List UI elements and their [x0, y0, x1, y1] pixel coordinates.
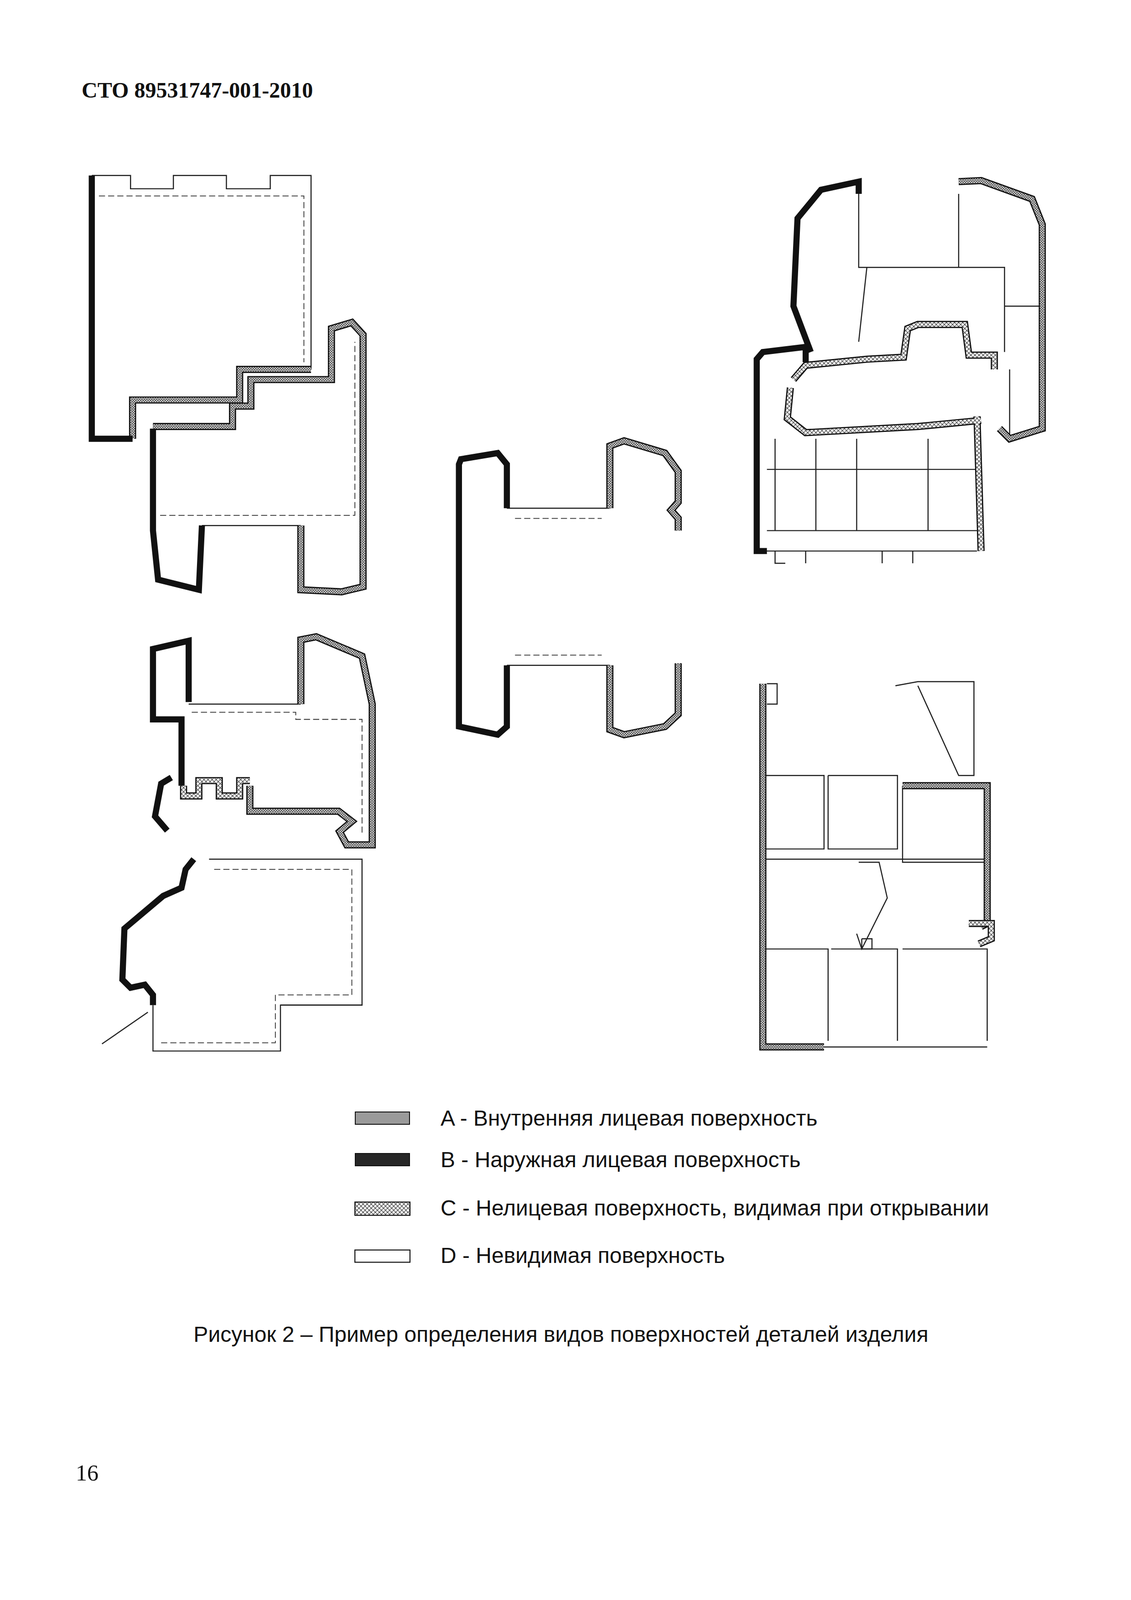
legend-text: A - Внутренняя лицевая поверхность [440, 1105, 818, 1131]
figure-caption: Рисунок 2 – Пример определения видов пов… [193, 1321, 929, 1347]
page-number: 16 [75, 1459, 99, 1486]
legend-text: D - Невидимая поверхность [440, 1242, 726, 1268]
legend-text: C - Нелицевая поверхность, видимая при о… [440, 1195, 990, 1221]
legend-text: B - Наружная лицевая поверхность [440, 1146, 801, 1173]
document-code: СТО 89531747-001-2010 [81, 77, 313, 103]
legend-swatch [354, 1152, 410, 1167]
legend-swatch [354, 1111, 410, 1125]
